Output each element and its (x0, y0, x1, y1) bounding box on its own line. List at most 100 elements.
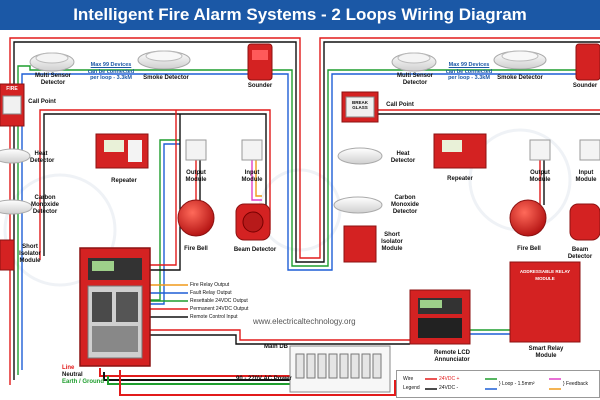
legend-title: Legend (403, 385, 420, 391)
output-fault-relay: Fault Relay Output (190, 290, 232, 296)
cross-blue-wire (287, 73, 600, 271)
short-isolator-left (0, 239, 15, 271)
output-module-label-left: Output Module (185, 170, 207, 183)
wire-legend: Wire Legend 24VDC + 24VDC - } Loop - 1.5… (396, 370, 600, 398)
legend-swatches (425, 378, 561, 390)
annunciator-label: Remote LCD Annunciator (433, 350, 470, 363)
fire-bell-right (509, 199, 547, 237)
legend-wire: Wire (403, 376, 414, 382)
power-feed-red (119, 370, 396, 396)
call-point-label-left: Call Point (28, 99, 56, 105)
beam-detector-right (569, 203, 600, 241)
repeater-label-left: Repeater (111, 178, 137, 184)
beam-detector-label-right: Beam Detector (567, 247, 593, 260)
repeater-left (95, 133, 149, 169)
multi-sensor-detector-right (391, 52, 437, 72)
co-detector-label-right: Carbon Monoxide Detector (391, 195, 419, 215)
short-isolator-label-right: Short Isolator Module (381, 232, 403, 252)
beam-detector-label-left: Beam Detector (233, 247, 277, 253)
output-module-left (185, 139, 207, 161)
legend-minus: 24VDC - (439, 385, 459, 391)
smoke-detector-right (493, 50, 547, 70)
heat-detector-right (337, 147, 383, 165)
website-watermark: www.electricaltechnology.org (253, 317, 356, 326)
legend-loop: } Loop - 1.5mm² (499, 381, 535, 387)
ac-supply-label: 90 - 270V AC Power (236, 376, 292, 382)
input-module-left (241, 139, 263, 161)
fire-bell-label-right: Fire Bell (517, 246, 541, 252)
smoke-detector-label-right: Smoke Detector (497, 75, 543, 81)
max-devices-sub-right: can be connected per loop - 3.3kM (445, 68, 493, 82)
beam-detector-left (235, 203, 271, 241)
input-module-wire-pink (251, 160, 262, 201)
smart-relay-panel-text: ADDRESSABLE RELAY MODULE (519, 269, 571, 281)
output-resettable-24v: Resettable 24VDC Output (190, 298, 248, 304)
power-neutral-label: Neutral (62, 372, 83, 378)
main-db (289, 345, 391, 393)
panel-annunciator-red (150, 329, 410, 341)
remote-lcd-annunciator (409, 289, 471, 345)
output-permanent-24v: Permanent 24VDC Output (190, 306, 249, 312)
fire-alarm-control-panel (79, 247, 151, 367)
smart-relay-module (509, 261, 581, 343)
fire-bell-label-left: Fire Bell (184, 246, 208, 252)
co-detector-label-left: Carbon Monoxide Detector (31, 195, 59, 215)
page-title: Intelligent Fire Alarm Systems - 2 Loops… (0, 0, 600, 30)
cross-black-wire (295, 41, 600, 263)
left-inner-black-wire (43, 113, 267, 256)
max-devices-note-left: Max 99 Devices can be connected per loop… (84, 62, 138, 82)
heat-detector-label-left: Heat Detector (30, 151, 55, 164)
input-module-wire-orange (255, 160, 262, 197)
output-module-right (529, 139, 551, 161)
call-point-label-right: Call Point (386, 102, 414, 108)
input-module-label-left: Input Module (241, 170, 263, 183)
smoke-detector-left (137, 50, 191, 70)
co-detector-left (0, 199, 33, 215)
multi-sensor-label-left: Multi Sensor Detector (34, 73, 71, 86)
call-point-left (0, 83, 25, 127)
fire-bell-left (177, 199, 215, 237)
heat-detector-label-right: Heat Detector (390, 151, 416, 164)
call-point-text-right: BREAK GLASS (351, 100, 368, 110)
main-db-label: Main DB (264, 344, 288, 350)
power-neutral-black (103, 372, 300, 381)
co-detector-right (333, 196, 383, 214)
max-devices-title-right: Max 99 Devices (448, 62, 490, 68)
panel-loop-red (150, 110, 177, 266)
call-point-right (341, 91, 379, 123)
left-loop-blue-wire (21, 73, 289, 370)
power-earth-green (107, 376, 300, 385)
power-line-red (99, 368, 300, 377)
multi-sensor-label-right: Multi Sensor Detector (396, 73, 433, 86)
max-devices-sub-left: can be connected per loop - 3.3kM (87, 68, 135, 82)
smart-relay-label: Smart Relay Module (528, 346, 564, 359)
sounder-right (575, 43, 600, 81)
output-fire-relay: Fire Relay Output (190, 282, 230, 288)
heat-detector-left (0, 148, 31, 164)
sounder-label-left: Sounder (247, 83, 273, 89)
input-remote-control: Remote Control Input (190, 314, 238, 320)
short-isolator-right (343, 225, 377, 263)
input-module-right (579, 139, 600, 161)
sounder-label-right: Sounder (572, 83, 598, 89)
power-earth-label: Earth / Ground (62, 379, 104, 385)
output-module-label-right: Output Module (529, 170, 551, 183)
panel-loop-black (150, 114, 181, 271)
call-point-text-left: FIRE (6, 86, 18, 92)
repeater-label-right: Repeater (447, 176, 473, 182)
panel-annunciator-black (150, 334, 410, 345)
legend-plus: 24VDC + (439, 376, 460, 382)
left-inner-red-wire (39, 109, 271, 260)
smoke-detector-label-left: Smoke Detector (143, 75, 189, 81)
sounder-left (247, 43, 273, 81)
short-isolator-label-left: Short Isolator Module (19, 244, 41, 264)
multi-sensor-detector-left (29, 52, 75, 72)
left-loop-wires (9, 37, 600, 396)
input-module-label-right: Input Module (575, 170, 597, 183)
max-devices-title-left: Max 99 Devices (90, 62, 132, 68)
power-line-label: Line (62, 365, 75, 371)
legend-feedback: } Feedback (563, 381, 589, 387)
max-devices-note-right: Max 99 Devices can be connected per loop… (442, 62, 496, 82)
